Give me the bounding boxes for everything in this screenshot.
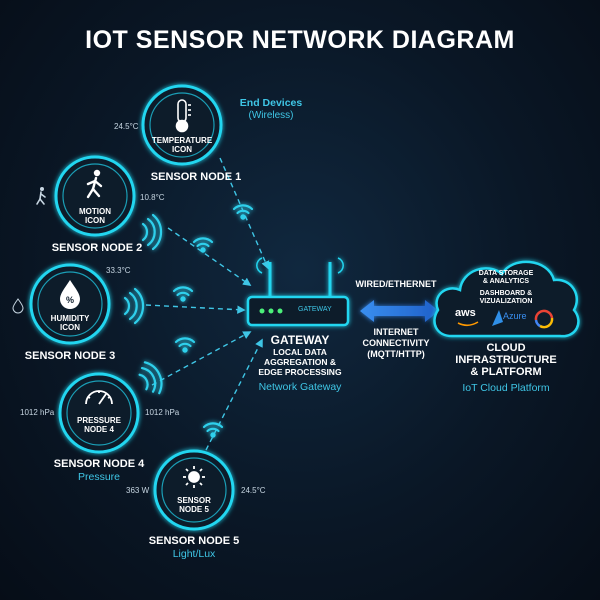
walking-person-icon	[86, 169, 103, 199]
signal-arcs-icon	[123, 287, 145, 325]
link-node-3	[145, 304, 246, 314]
node-4-sublabel: Pressure	[77, 471, 121, 483]
internet-connectivity-label: INTERNET CONNECTIVITY (MQTT/HTTP)	[362, 327, 430, 359]
link-node-2	[167, 227, 252, 286]
node-4-reading-right: 1012 hPa	[145, 408, 180, 417]
node-5-inner-label: SENSOR NODE 5	[177, 496, 211, 514]
cloud-icon	[433, 260, 580, 338]
thermometer-icon	[175, 99, 191, 133]
node-3-label: SENSOR NODE 3	[24, 350, 116, 362]
end-devices-subtitle: (Wireless)	[248, 110, 294, 121]
node-5-reading-left: 363 W	[126, 486, 150, 495]
node-2-label: SENSOR NODE 2	[51, 242, 143, 254]
gateway-title: GATEWAY	[270, 333, 330, 347]
gateway-subtitle: Network Gateway	[258, 381, 342, 393]
node-4-ring	[58, 372, 140, 454]
gateway-device	[246, 257, 350, 327]
pressure-gauge-icon	[85, 390, 113, 405]
gateway-description: LOCAL DATA AGGREGATION & EDGE PROCESSING	[258, 347, 342, 377]
signal-arcs-icon	[138, 361, 163, 395]
cloud-title: CLOUD INFRASTRUCTURE & PLATFORM	[455, 342, 557, 378]
node-5-sublabel: Light/Lux	[172, 548, 216, 560]
humidity-drop-icon	[12, 298, 24, 314]
cloud-storage-label: DATA STORAGE & ANALYTICS	[478, 270, 534, 285]
wifi-icon	[192, 237, 214, 253]
link-node-4	[151, 331, 252, 386]
node-1-reading: 24.5°C	[114, 122, 139, 131]
wired-connection-arrow	[360, 300, 439, 322]
node-3-reading: 33.3°C	[106, 266, 131, 275]
wifi-signals	[123, 204, 254, 438]
google-cloud-icon	[534, 309, 554, 329]
cloud-dashboard-label: DASHBOARD & VIZUALIZATION	[479, 290, 533, 305]
humidity-drop-icon: %	[60, 280, 80, 309]
azure-logo: Azure	[503, 311, 527, 321]
end-devices-title: End Devices	[239, 97, 303, 109]
node-5-ring	[153, 449, 235, 531]
wifi-icon	[232, 204, 254, 220]
link-node-1	[219, 157, 270, 270]
link-node-5	[205, 338, 263, 451]
wifi-icon	[202, 422, 224, 438]
svg-text:%: %	[66, 295, 74, 305]
node-2-inner-label: MOTION ICON	[79, 207, 111, 225]
node-2-ring	[54, 155, 136, 237]
aws-smile-icon	[457, 321, 479, 327]
wireless-links	[145, 157, 270, 451]
wired-ethernet-label: WIRED/ETHERNET	[355, 279, 437, 289]
diagram-title: IOT SENSOR NETWORK DIAGRAM	[85, 26, 515, 54]
node-4-reading-left: 1012 hPa	[20, 408, 55, 417]
node-5-label: SENSOR NODE 5	[148, 535, 240, 547]
node-2-reading: 10.8°C	[140, 193, 165, 202]
node-1-inner-label: TEMPERATURE ICON	[151, 136, 213, 154]
aws-logo: aws	[455, 307, 476, 319]
node-4-inner-label: PRESSURE NODE 4	[76, 416, 122, 434]
node-1-label: SENSOR NODE 1	[150, 171, 242, 183]
wifi-icon	[174, 337, 196, 353]
sun-icon	[183, 466, 205, 488]
azure-icon	[492, 310, 503, 326]
node-5-reading-right: 24.5°C	[241, 486, 266, 495]
signal-arcs-icon	[141, 213, 163, 251]
node-4-label: SENSOR NODE 4	[53, 458, 145, 470]
gateway-device-label: GATEWAY	[298, 306, 332, 313]
wifi-icon	[172, 286, 194, 302]
node-3-inner-label: HUMIDITY ICON	[50, 314, 90, 332]
cloud-subtitle: IoT Cloud Platform	[462, 382, 550, 394]
walking-person-icon	[36, 187, 46, 205]
